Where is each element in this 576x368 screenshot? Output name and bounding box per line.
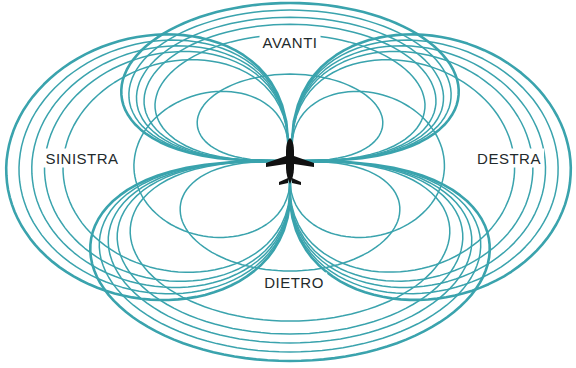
lobe-contour [108,161,471,343]
lobe-contour [32,46,290,288]
lobe-contour [290,46,546,288]
aircraft-silhouette [266,138,314,185]
lobe-contour [121,3,458,161]
lobe-contour [290,34,571,300]
direction-label: DESTRA [474,149,544,168]
lobe-contour [90,161,489,361]
direction-label: DIETRO [261,273,327,292]
lobe-contour [117,161,463,334]
lobe-contour [6,34,290,300]
direction-label: AVANTI [260,33,321,52]
lobe-contour [290,40,558,294]
direction-label: SINISTRA [42,149,121,168]
lobe-contour [130,161,450,321]
lobe-contour [19,40,290,294]
lobe-contour [99,161,480,352]
